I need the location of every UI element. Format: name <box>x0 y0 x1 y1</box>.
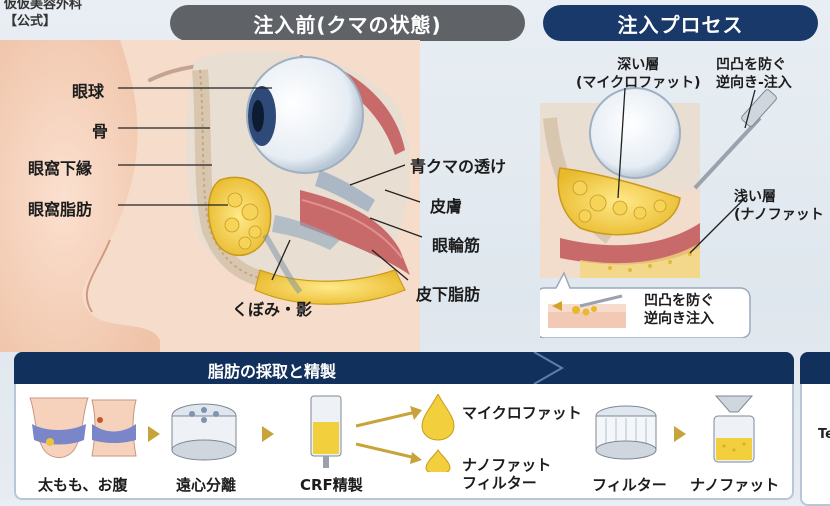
process-eyeball <box>589 87 681 179</box>
label-deep-layer-sub: (マイクロファット) <box>576 75 701 91</box>
label-reverse-injection-line2: 逆向き-注入 <box>716 75 792 91</box>
filter-icon <box>595 405 657 460</box>
clinic-name: 仮仮美容外科 【公式】 <box>4 0 82 30</box>
orbicularis-muscle <box>300 190 410 275</box>
crf-tube-icon <box>310 395 342 468</box>
next-panel-stub-text: Te <box>818 427 830 442</box>
process-step-icons <box>29 394 755 472</box>
cannula <box>693 116 762 190</box>
clinic-name-line1: 仮仮美容外科 <box>4 0 83 12</box>
callout-line1: 凹凸を防ぐ <box>644 293 714 309</box>
label-deep-layer: 深い層 (マイクロファット) <box>576 56 701 92</box>
process-muscle <box>560 223 700 265</box>
label-reverse-injection-line1: 凹凸を防ぐ <box>716 57 786 73</box>
label-bone: 骨 <box>92 122 109 141</box>
nose-shape <box>0 40 160 352</box>
label-microfat: マイクロファット <box>462 404 582 422</box>
label-eyeball: 眼球 <box>72 82 105 101</box>
fat-harvest-panel-header <box>14 352 794 384</box>
eyeball <box>246 56 364 174</box>
blue-zone <box>315 170 375 212</box>
clinic-name-line2: 【公式】 <box>4 14 57 29</box>
label-skin: 皮膚 <box>430 197 463 216</box>
injection-process-title: 注入プロセス <box>543 5 818 41</box>
label-shallow-layer-sub: (ナノファット <box>734 207 824 223</box>
microfat-drop-icon <box>421 394 455 441</box>
step-label-centrifuge: 遠心分離 <box>176 476 237 494</box>
label-orbital-fat: 眼窩脂肪 <box>28 200 93 219</box>
label-blue-dark-circle: 青クマの透け <box>410 157 507 176</box>
label-deep-layer-title: 深い層 <box>617 57 660 73</box>
label-nanofat-filter-line2: フィルター <box>462 474 537 492</box>
label-orbital-rim: 眼窩下縁 <box>28 159 93 178</box>
subcutaneous-fat <box>254 269 406 305</box>
centrifuge-icon <box>171 403 237 461</box>
eye-cross-section-illustration <box>0 40 423 352</box>
label-orbicularis: 眼輪筋 <box>432 236 481 255</box>
label-hollow-shadow: くぼみ・影 <box>232 300 313 319</box>
next-panel-stub-header <box>800 352 830 384</box>
injection-process-illustration <box>540 87 777 338</box>
label-shallow-layer: 浅い層 (ナノファット <box>734 188 824 224</box>
label-nanofat-filter-line1: ナノファット <box>462 456 552 474</box>
nanofat-drop-icon <box>425 449 451 472</box>
fat-harvest-title: 脂肪の採取と精製 <box>208 362 337 381</box>
label-shallow-layer-title: 浅い層 <box>734 189 776 205</box>
nanofat-jar-icon <box>713 395 755 463</box>
step-label-crf: CRF精製 <box>300 476 363 494</box>
label-nanofat-filter: ナノファット フィルター <box>462 456 551 492</box>
step-label-filter: フィルター <box>592 476 667 494</box>
hollow-shadow-area <box>262 233 303 294</box>
septum-shadow <box>272 215 340 250</box>
before-injection-title: 注入前(クマの状態) <box>170 5 525 41</box>
label-subcutaneous-fat: 皮下脂肪 <box>416 285 481 304</box>
step-label-abdomen-thigh: 太もも、お腹 <box>38 476 128 494</box>
abdomen-thigh-icon <box>29 397 137 458</box>
label-reverse-injection: 凹凸を防ぐ 逆向き-注入 <box>716 56 792 92</box>
callout-line2: 逆向き注入 <box>644 311 714 327</box>
callout-reverse-injection: 凹凸を防ぐ 逆向き注入 <box>644 292 714 328</box>
step-label-nanofat: ナノファット <box>690 476 780 494</box>
